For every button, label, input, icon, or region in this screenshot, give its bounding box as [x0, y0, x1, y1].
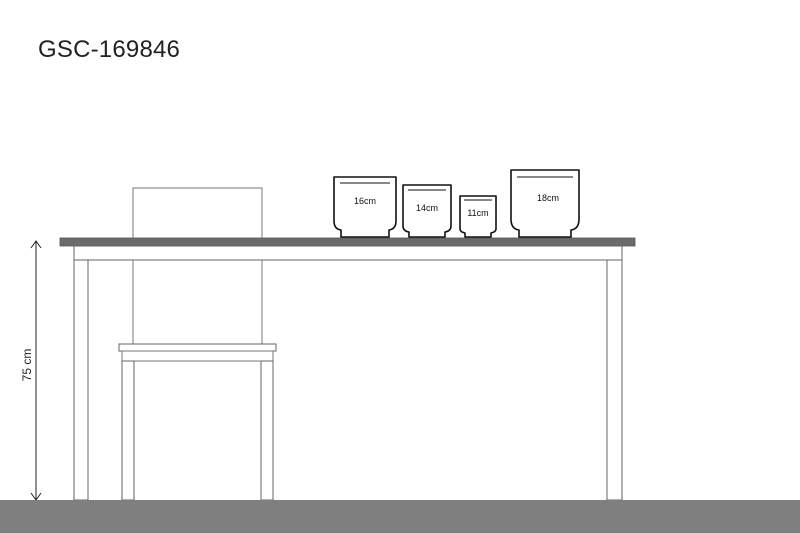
table-top: [59, 237, 636, 247]
pot-11cm: 11cm: [459, 195, 497, 238]
pot-label-14cm: 14cm: [416, 203, 438, 213]
pot-18cm: 18cm: [510, 169, 580, 238]
product-code-title: GSC-169846: [38, 36, 181, 63]
floor: [0, 500, 800, 533]
height-dimension-label: 75 cm: [20, 349, 34, 382]
chair-leg-left: [121, 360, 135, 501]
pot-label-11cm: 11cm: [467, 208, 488, 218]
chair-seat: [118, 343, 277, 352]
pot-14cm: 14cm: [402, 184, 452, 238]
pot-label-18cm: 18cm: [537, 193, 559, 203]
pot-16cm: 16cm: [333, 176, 397, 238]
chair-apron: [121, 350, 274, 362]
table-leg-right: [606, 259, 623, 501]
chair-leg-right: [260, 360, 274, 501]
table-apron: [73, 245, 623, 261]
pot-label-16cm: 16cm: [354, 196, 376, 206]
chair-backrest: [132, 187, 263, 241]
table-leg-left: [73, 259, 89, 501]
